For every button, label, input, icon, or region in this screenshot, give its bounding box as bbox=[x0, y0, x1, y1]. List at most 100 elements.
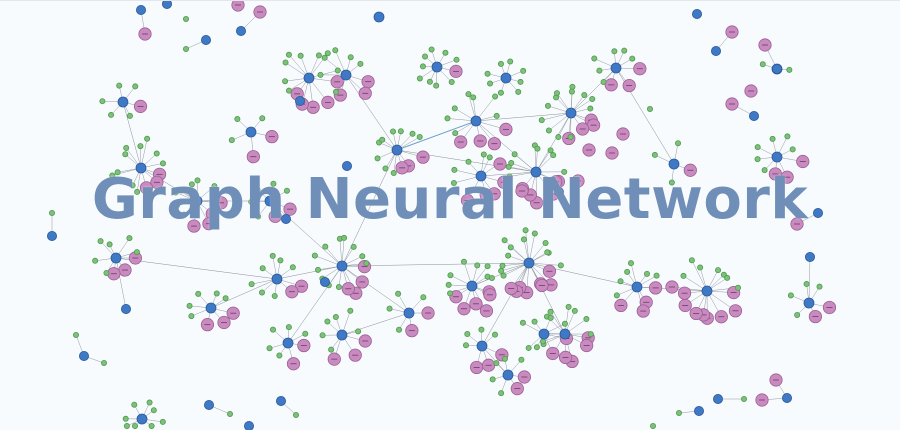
leaf-node bbox=[73, 332, 78, 337]
leaf-node bbox=[101, 360, 106, 365]
leaf-node bbox=[107, 242, 112, 247]
leaf-node bbox=[138, 143, 143, 148]
leaf-node bbox=[795, 312, 800, 317]
hub-node bbox=[337, 261, 347, 271]
leaf-node bbox=[380, 137, 385, 142]
hub-node bbox=[477, 341, 487, 351]
leaf-node bbox=[417, 76, 422, 81]
leaf-node bbox=[160, 161, 165, 166]
leaf-node bbox=[272, 293, 277, 298]
leaf-node bbox=[196, 291, 201, 296]
leaf-node bbox=[735, 285, 740, 290]
leaf-node bbox=[420, 64, 425, 69]
leaf-node bbox=[760, 62, 765, 67]
leaf-node bbox=[647, 106, 652, 111]
leaf-node bbox=[151, 408, 156, 413]
hub-node bbox=[611, 63, 621, 73]
leaf-node bbox=[465, 331, 470, 336]
leaf-node bbox=[592, 56, 597, 61]
leaf-node bbox=[134, 250, 139, 255]
leaf-node bbox=[293, 412, 298, 417]
hub-edge bbox=[476, 113, 571, 121]
leaf-node bbox=[675, 141, 680, 146]
leaf-node bbox=[333, 89, 338, 94]
leaf-node bbox=[429, 47, 434, 52]
pink-node bbox=[232, 1, 244, 11]
leaf-node bbox=[249, 282, 254, 287]
leaf-node bbox=[489, 275, 494, 280]
leaf-node bbox=[475, 263, 480, 268]
leaf-node bbox=[316, 53, 321, 58]
leaf-node bbox=[351, 244, 356, 249]
leaf-node bbox=[396, 291, 401, 296]
leaf-node bbox=[493, 94, 498, 99]
leaf-node bbox=[545, 250, 550, 255]
leaf-node bbox=[689, 258, 694, 263]
hub-node bbox=[304, 73, 314, 83]
leaf-node bbox=[267, 346, 272, 351]
leaf-node bbox=[498, 61, 503, 66]
hub-node bbox=[805, 252, 814, 261]
leaf-node bbox=[147, 400, 152, 405]
leaf-node bbox=[554, 90, 559, 95]
leaf-node bbox=[588, 106, 593, 111]
leaf-node bbox=[582, 92, 587, 97]
leaf-node bbox=[443, 50, 448, 55]
leaf-node bbox=[360, 254, 365, 259]
hub-node bbox=[204, 400, 213, 409]
leaf-node bbox=[278, 258, 283, 263]
leaf-node bbox=[223, 296, 228, 301]
leaf-node bbox=[341, 235, 346, 240]
leaf-node bbox=[518, 79, 523, 84]
leaf-node bbox=[286, 88, 291, 93]
hub-node bbox=[471, 116, 481, 126]
leaf-node bbox=[785, 134, 790, 139]
leaf-node bbox=[333, 314, 338, 319]
leaf-node bbox=[466, 91, 471, 96]
leaf-node bbox=[622, 48, 627, 53]
hub-node bbox=[341, 70, 351, 80]
leaf-node bbox=[494, 113, 499, 118]
leaf-node bbox=[286, 325, 291, 330]
leaf-node bbox=[270, 253, 275, 258]
leaf-node bbox=[597, 68, 602, 73]
hub-node bbox=[692, 9, 701, 18]
leaf-node bbox=[325, 319, 330, 324]
leaf-node bbox=[551, 153, 556, 158]
leaf-node bbox=[410, 131, 415, 136]
leaf-node bbox=[235, 116, 240, 121]
leaf-node bbox=[108, 112, 113, 117]
leaf-node bbox=[446, 282, 451, 287]
leaf-node bbox=[502, 356, 507, 361]
leaf-node bbox=[448, 273, 453, 278]
leaf-node bbox=[348, 308, 353, 313]
leaf-node bbox=[132, 402, 137, 407]
leaf-node bbox=[417, 134, 422, 139]
leaf-node bbox=[572, 308, 577, 313]
leaf-node bbox=[676, 410, 681, 415]
leaf-node bbox=[322, 55, 327, 60]
hub-node bbox=[772, 152, 782, 162]
hub-node bbox=[694, 406, 703, 415]
hub-node bbox=[118, 97, 128, 107]
leaf-node bbox=[323, 244, 328, 249]
leaf-node bbox=[187, 303, 192, 308]
leaf-node bbox=[127, 113, 132, 118]
leaf-node bbox=[485, 264, 490, 269]
leaf-node bbox=[449, 79, 454, 84]
leaf-node bbox=[154, 151, 159, 156]
leaf-node bbox=[539, 118, 544, 123]
leaf-node bbox=[498, 90, 503, 95]
leaf-node bbox=[479, 327, 484, 332]
hub-node bbox=[749, 111, 758, 120]
leaf-node bbox=[804, 281, 809, 286]
leaf-node bbox=[447, 291, 452, 296]
leaf-node bbox=[270, 327, 275, 332]
hub-node bbox=[711, 46, 720, 55]
leaf-node bbox=[698, 265, 703, 270]
leaf-node bbox=[508, 59, 513, 64]
leaf-node bbox=[817, 284, 822, 289]
leaf-node bbox=[725, 275, 730, 280]
leaf-node bbox=[445, 116, 450, 121]
